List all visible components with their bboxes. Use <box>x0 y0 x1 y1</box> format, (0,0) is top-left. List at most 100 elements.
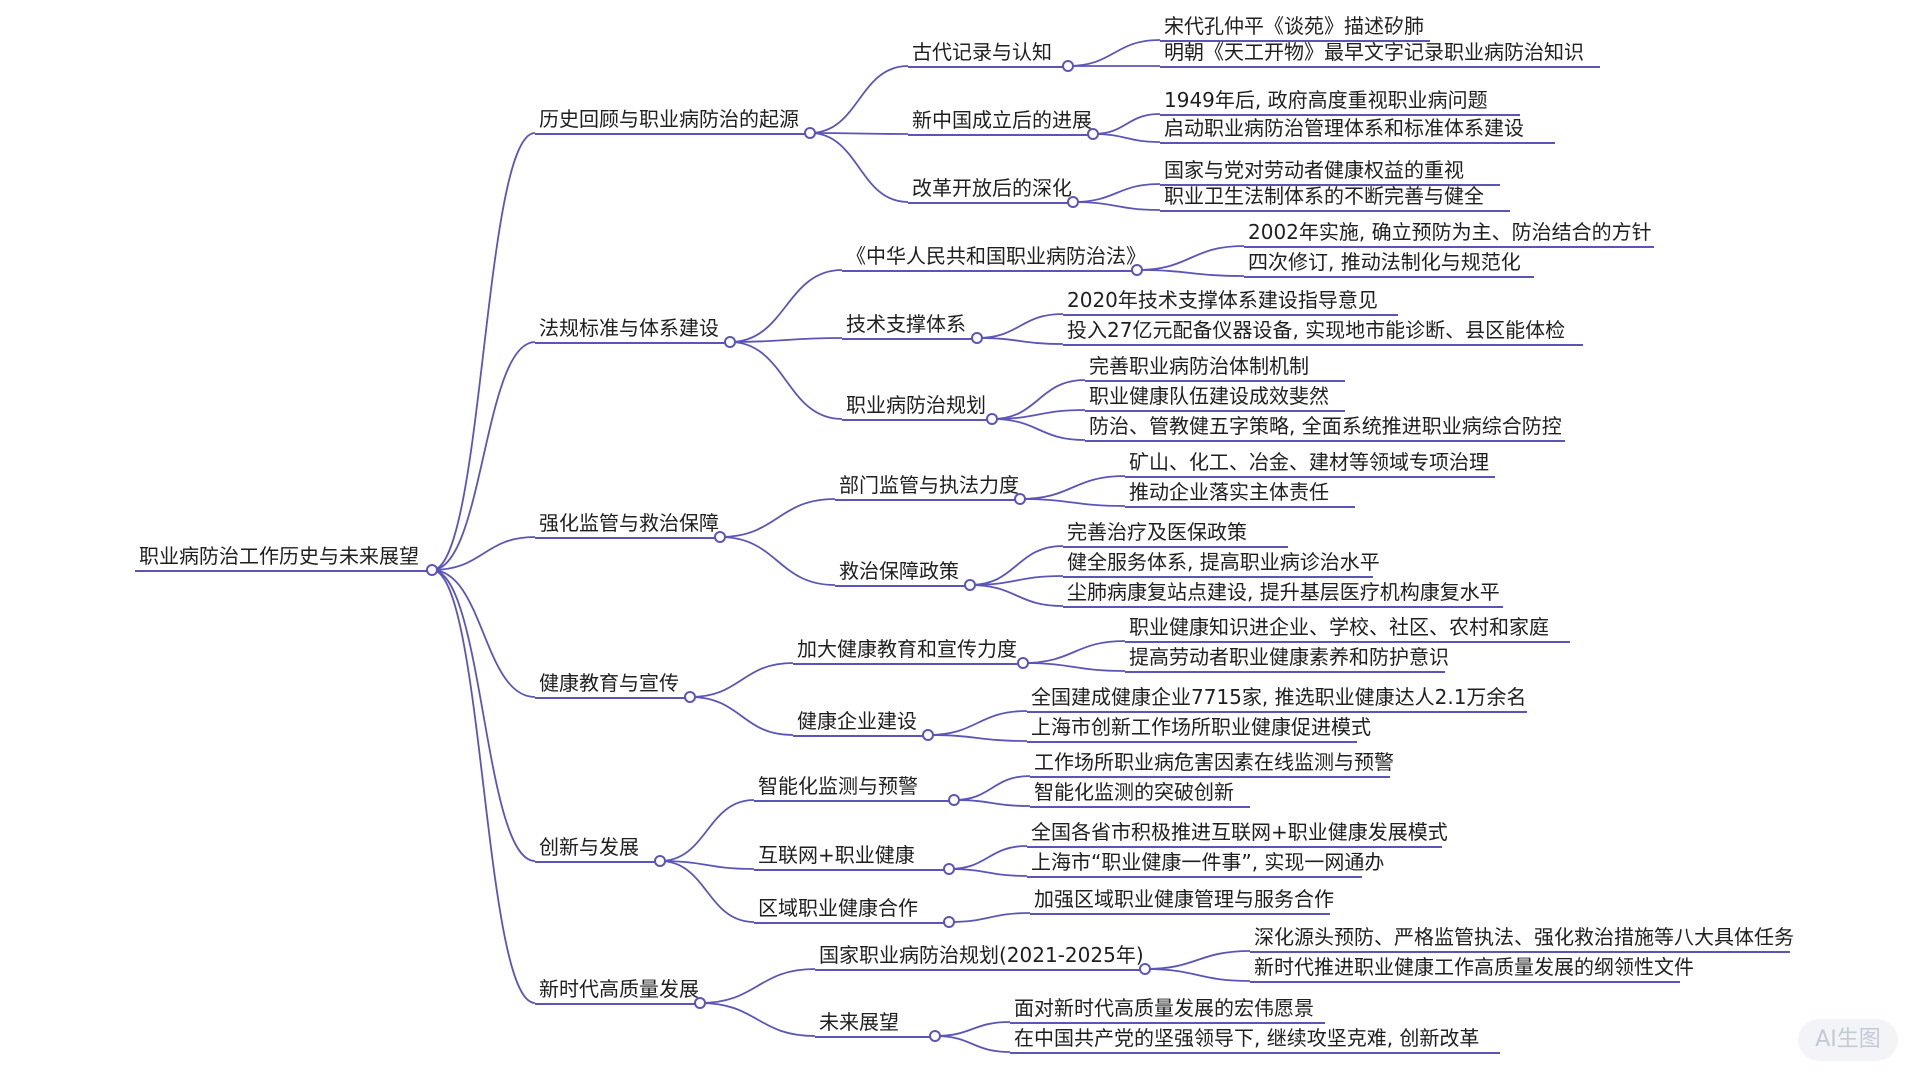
leaf-topic-6-1-2[interactable]: 新时代推进职业健康工作高质量发展的纲领性文件 <box>1250 953 1694 983</box>
leaf-topic-6-1-1[interactable]: 深化源头预防、严格监管执法、强化救治措施等八大具体任务 <box>1250 923 1794 953</box>
subtopic-1-3[interactable]: 改革开放后的深化 <box>908 174 1073 204</box>
leaf-topic-5-2-2[interactable]: 上海市“职业健康一件事”, 实现一网通办 <box>1027 848 1384 878</box>
connector-line <box>948 845 1028 870</box>
connector-line <box>991 418 1086 441</box>
branch-topic-4[interactable]: 健康教育与宣传 <box>535 669 690 699</box>
collapse-toggle-icon[interactable] <box>943 916 955 928</box>
subtopic-5-3[interactable]: 区域职业健康合作 <box>754 894 949 924</box>
connector-line <box>809 132 909 203</box>
collapse-toggle-icon[interactable] <box>929 1030 941 1042</box>
leaf-topic-2-2-2[interactable]: 投入27亿元配备仪器设备, 实现地市能诊断、县区能体检 <box>1063 316 1583 346</box>
ai-image-watermark: AI生图 <box>1798 1019 1898 1061</box>
connector-line <box>719 536 836 586</box>
branch-topic-1[interactable]: 历史回顾与职业病防治的起源 <box>535 105 810 135</box>
subtopic-3-1[interactable]: 部门监管与执法力度 <box>835 471 1020 501</box>
leaf-topic-3-2-2[interactable]: 健全服务体系, 提高职业病诊治水平 <box>1063 548 1380 578</box>
branch-topic-6[interactable]: 新时代高质量发展 <box>535 975 700 1005</box>
collapse-toggle-icon[interactable] <box>964 579 976 591</box>
leaf-topic-5-1-2[interactable]: 智能化监测的突破创新 <box>1030 778 1250 808</box>
leaf-topic-2-1-1[interactable]: 2002年实施, 确立预防为主、防治结合的方针 <box>1244 218 1654 248</box>
connector-line <box>809 132 909 135</box>
subtopic-6-1[interactable]: 国家职业病防治规划(2021-2025年) <box>815 941 1145 971</box>
collapse-toggle-icon[interactable] <box>943 863 955 875</box>
connector-line <box>1072 201 1161 211</box>
collapse-toggle-icon[interactable] <box>971 332 983 344</box>
subtopic-5-1[interactable]: 智能化监测与预警 <box>754 772 954 802</box>
leaf-topic-2-3-3[interactable]: 防治、管教健五字策略, 全面系统推进职业病综合防控 <box>1085 412 1565 442</box>
leaf-topic-2-2-1[interactable]: 2020年技术支撑体系建设指导意见 <box>1063 286 1398 316</box>
connector-line <box>431 132 536 571</box>
connector-line <box>991 409 1086 420</box>
subtopic-6-2[interactable]: 未来展望 <box>815 1008 935 1038</box>
collapse-toggle-icon[interactable] <box>426 564 438 576</box>
leaf-topic-1-2-1[interactable]: 1949年后, 政府高度重视职业病问题 <box>1160 86 1520 116</box>
leaf-topic-3-1-1[interactable]: 矿山、化工、冶金、建材等领域专项治理 <box>1125 448 1495 478</box>
leaf-topic-5-1-1[interactable]: 工作场所职业病危害因素在线监测与预警 <box>1030 748 1394 778</box>
branch-topic-5[interactable]: 创新与发展 <box>535 833 660 863</box>
subtopic-1-2[interactable]: 新中国成立后的进展 <box>908 106 1093 136</box>
collapse-toggle-icon[interactable] <box>1062 60 1074 72</box>
leaf-topic-1-3-1[interactable]: 国家与党对劳动者健康权益的重视 <box>1160 156 1500 186</box>
connector-line <box>699 1002 816 1037</box>
connector-line <box>729 269 843 343</box>
connector-line <box>659 860 755 923</box>
connector-line <box>953 775 1031 801</box>
connector-line <box>1144 950 1251 970</box>
leaf-topic-2-3-2[interactable]: 职业健康队伍建设成效斐然 <box>1085 382 1345 412</box>
collapse-toggle-icon[interactable] <box>922 729 934 741</box>
leaf-topic-1-1-1[interactable]: 宋代孔仲平《谈苑》描述矽肺 <box>1160 12 1430 42</box>
leaf-topic-4-1-1[interactable]: 职业健康知识进企业、学校、社区、农村和家庭 <box>1125 613 1570 643</box>
subtopic-3-2[interactable]: 救治保障政策 <box>835 557 970 587</box>
leaf-topic-6-2-2[interactable]: 在中国共产党的坚强领导下, 继续攻坚克难, 创新改革 <box>1010 1024 1500 1054</box>
collapse-toggle-icon[interactable] <box>804 127 816 139</box>
leaf-topic-3-1-2[interactable]: 推动企业落实主体责任 <box>1125 478 1355 508</box>
collapse-toggle-icon[interactable] <box>1067 196 1079 208</box>
subtopic-2-1[interactable]: 《中华人民共和国职业病防治法》 <box>842 242 1146 272</box>
connector-line <box>1019 475 1126 500</box>
leaf-topic-5-3-1[interactable]: 加强区域职业健康管理与服务合作 <box>1030 885 1334 915</box>
collapse-toggle-icon[interactable] <box>1139 963 1151 975</box>
subtopic-2-3[interactable]: 职业病防治规划 <box>842 391 992 421</box>
leaf-topic-3-2-3[interactable]: 尘肺病康复站点建设, 提升基层医疗机构康复水平 <box>1063 578 1503 608</box>
leaf-topic-2-3-1[interactable]: 完善职业病防治体制机制 <box>1085 352 1345 382</box>
connector-line <box>1092 113 1161 135</box>
root-topic[interactable]: 职业病防治工作历史与未来展望 <box>135 542 432 572</box>
collapse-toggle-icon[interactable] <box>684 691 696 703</box>
branch-topic-2[interactable]: 法规标准与体系建设 <box>535 314 730 344</box>
leaf-topic-4-2-2[interactable]: 上海市创新工作场所职业健康促进模式 <box>1027 713 1371 743</box>
connector-line <box>948 912 1031 923</box>
subtopic-5-2[interactable]: 互联网+职业健康 <box>754 841 949 871</box>
connector-line <box>1136 245 1245 271</box>
connector-line <box>1019 498 1126 507</box>
connector-line <box>1144 968 1251 982</box>
collapse-toggle-icon[interactable] <box>714 531 726 543</box>
subtopic-4-2[interactable]: 健康企业建设 <box>793 707 928 737</box>
leaf-topic-5-2-1[interactable]: 全国各省市积极推进互联网+职业健康发展模式 <box>1027 818 1448 848</box>
collapse-toggle-icon[interactable] <box>654 855 666 867</box>
subtopic-4-1[interactable]: 加大健康教育和宣传力度 <box>793 635 1023 665</box>
leaf-topic-4-1-2[interactable]: 提高劳动者职业健康素养和防护意识 <box>1125 643 1449 673</box>
leaf-topic-1-2-2[interactable]: 启动职业病防治管理体系和标准体系建设 <box>1160 114 1555 144</box>
collapse-toggle-icon[interactable] <box>986 413 998 425</box>
connector-line <box>934 1035 1011 1053</box>
collapse-toggle-icon[interactable] <box>1017 657 1029 669</box>
subtopic-1-1[interactable]: 古代记录与认知 <box>908 38 1068 68</box>
collapse-toggle-icon[interactable] <box>1087 128 1099 140</box>
collapse-toggle-icon[interactable] <box>694 997 706 1009</box>
leaf-topic-4-2-1[interactable]: 全国建成健康企业7715家, 推选职业健康达人2.1万余名 <box>1027 683 1527 713</box>
branch-topic-3[interactable]: 强化监管与救治保障 <box>535 509 720 539</box>
connector-line <box>729 337 843 343</box>
collapse-toggle-icon[interactable] <box>1014 493 1026 505</box>
connector-line <box>1092 133 1161 143</box>
leaf-topic-2-1-2[interactable]: 四次修订, 推动法制化与规范化 <box>1244 248 1534 278</box>
collapse-toggle-icon[interactable] <box>724 336 736 348</box>
leaf-topic-1-3-2[interactable]: 职业卫生法制体系的不断完善与健全 <box>1160 182 1510 212</box>
collapse-toggle-icon[interactable] <box>1131 264 1143 276</box>
leaf-topic-1-1-2[interactable]: 明朝《天工开物》最早文字记录职业病防治知识 <box>1160 38 1600 68</box>
subtopic-2-2[interactable]: 技术支撑体系 <box>842 310 977 340</box>
collapse-toggle-icon[interactable] <box>948 794 960 806</box>
leaf-topic-6-2-1[interactable]: 面对新时代高质量发展的宏伟愿景 <box>1010 994 1325 1024</box>
leaf-topic-3-2-1[interactable]: 完善治疗及医保政策 <box>1063 518 1288 548</box>
connector-line <box>969 545 1064 586</box>
